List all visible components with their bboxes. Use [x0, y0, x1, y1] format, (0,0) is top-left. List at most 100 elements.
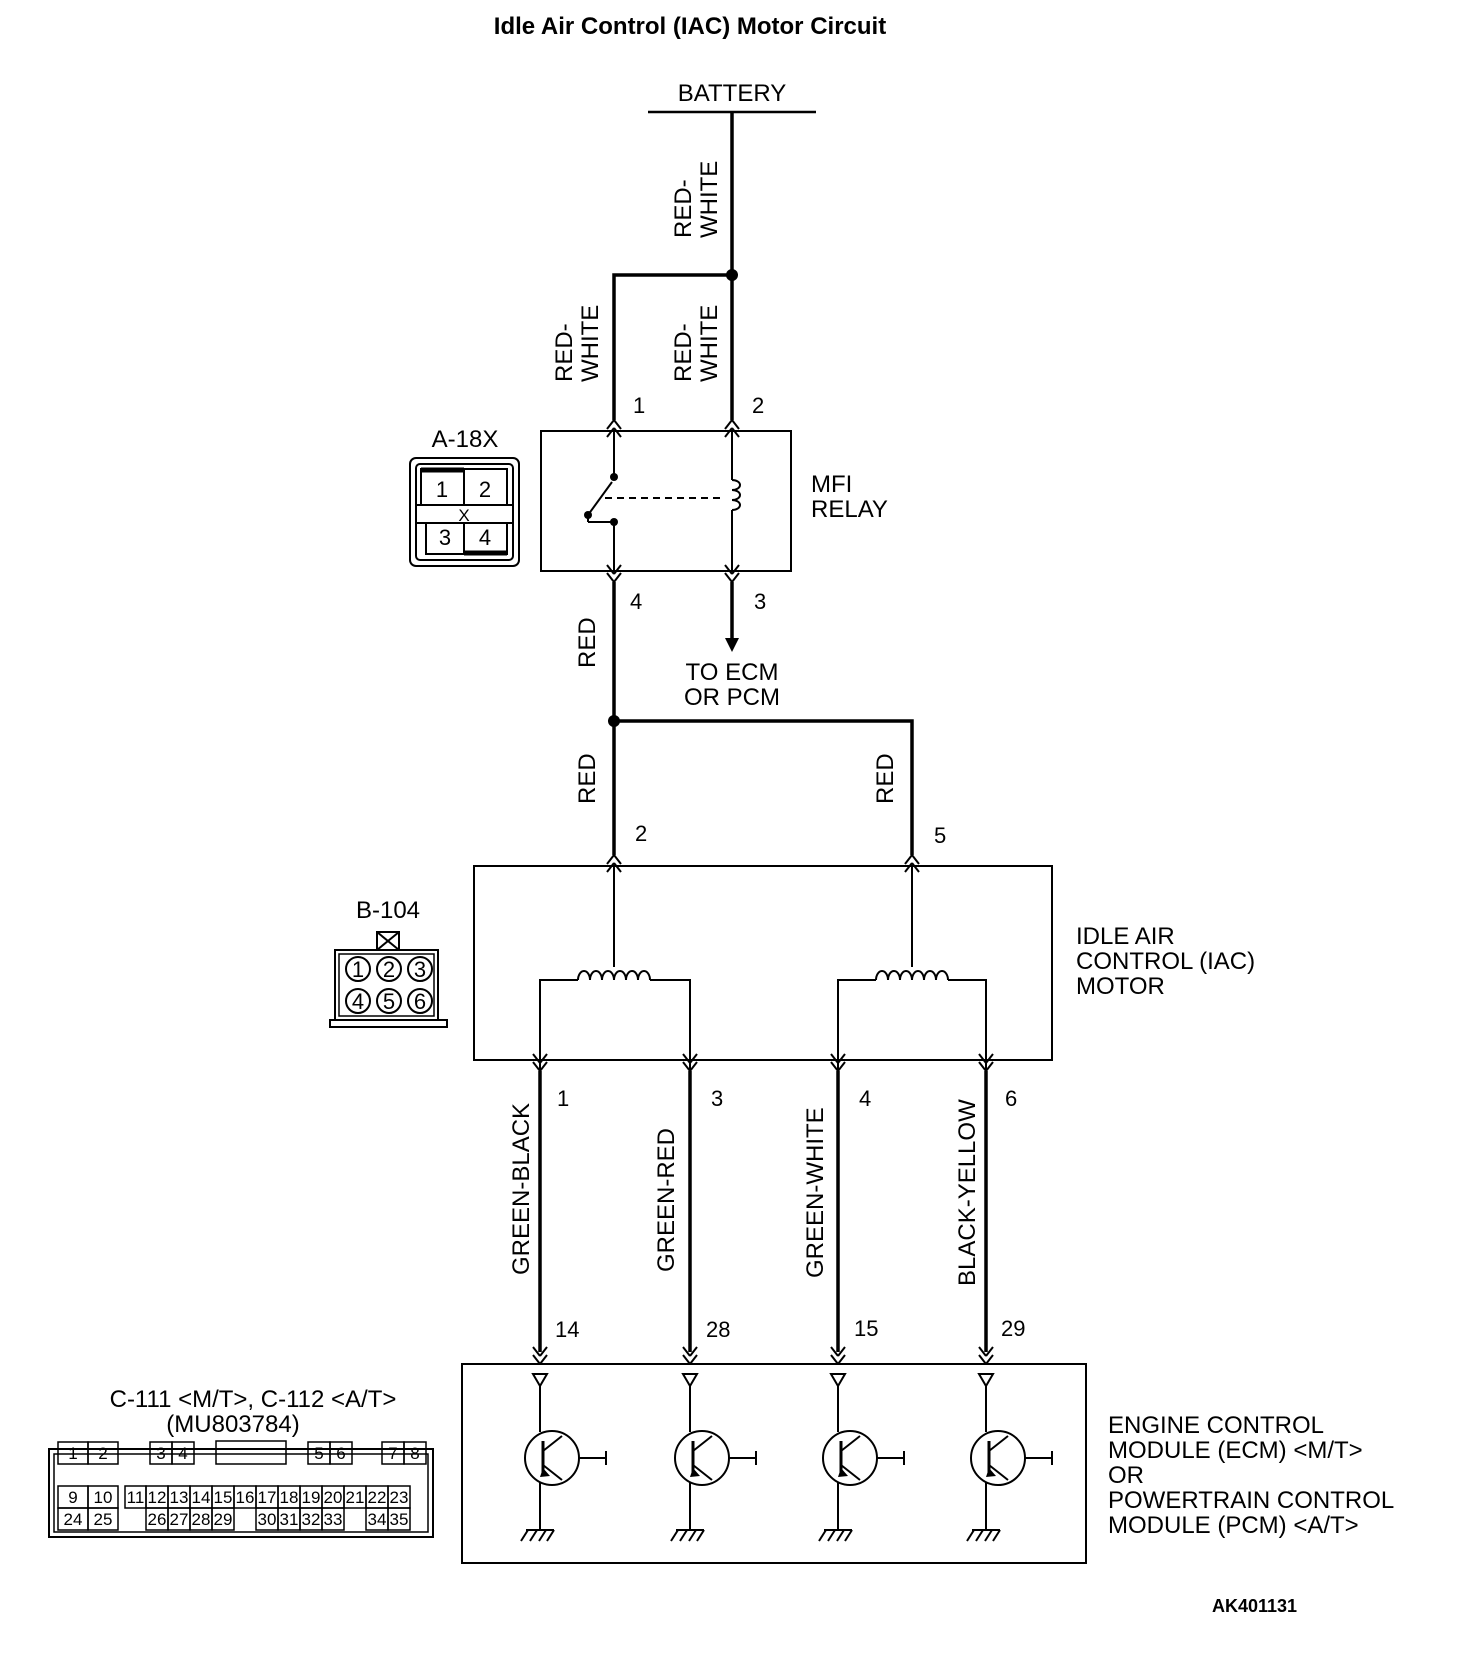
relay-pin-1: 1: [633, 393, 645, 418]
ecm-connector-pin-label: 27: [170, 1510, 189, 1529]
iac-name-line1: IDLE AIR: [1076, 923, 1175, 950]
wire-label-green-red: GREEN-RED: [653, 1128, 680, 1272]
ecm-connector-pin-label: 8: [410, 1444, 419, 1463]
relay-name-line1: MFI: [811, 471, 852, 498]
ecm-pin-29: 29: [1001, 1316, 1025, 1341]
ecm-connector-pin-label: 3: [156, 1444, 165, 1463]
b104-pin-4: 4: [352, 989, 364, 1014]
ecm-name-line5: MODULE (PCM) <A/T>: [1108, 1512, 1359, 1539]
wire-label-pin2-red-white-2: WHITE: [696, 305, 723, 382]
a18x-pin-3: 3: [439, 525, 451, 550]
ecm-connector-pin-label: 21: [346, 1488, 365, 1507]
ecm-connector-cell: [321, 1507, 345, 1531]
b104-pin-2: 2: [383, 957, 395, 982]
iac-pin-4: 4: [859, 1086, 871, 1111]
relay-name-line2: RELAY: [811, 496, 888, 523]
ecm-pin-28: 28: [706, 1317, 730, 1342]
ecm-connector-pin-label: 32: [302, 1510, 321, 1529]
relay-pin-3: 3: [754, 589, 766, 614]
ecm-connector-pin-label: 23: [390, 1488, 409, 1507]
b104-pin-3: 3: [414, 957, 426, 982]
wire-relay-pin4-red: RED: [574, 582, 616, 721]
ecm-connector-pin-label: 31: [280, 1510, 299, 1529]
ecm-connector-cell: [211, 1507, 235, 1531]
a18x-pin-4: 4: [479, 525, 491, 550]
ecm-connector-pin-label: 35: [390, 1510, 409, 1529]
battery-label: BATTERY: [678, 80, 786, 107]
wire-label-iac-pin5-red: RED: [872, 753, 899, 804]
ecm-connector-cell: [403, 1441, 427, 1465]
ecm-connector-pin-label: 29: [214, 1510, 233, 1529]
ecm-name-line1: ENGINE CONTROL: [1108, 1412, 1324, 1439]
relay-connector-a-18x: A-18X 1 2 X 3 4: [409, 426, 520, 567]
wire-label-black-yellow: BLACK-YELLOW: [954, 1099, 981, 1286]
wire-label-pin1-red-white-1: RED-: [551, 323, 578, 382]
ecm-connector-cell: [329, 1441, 353, 1465]
ecm-connector-pin-label: 20: [324, 1488, 343, 1507]
wire-label-iac-pin2-red: RED: [574, 753, 601, 804]
ecm-connector-pin-label: 16: [236, 1488, 255, 1507]
wire-label-battery-red-white-1: RED-: [670, 179, 697, 238]
ecm-driver-1: [520, 1373, 608, 1542]
ecm-connector-pin-label: 14: [192, 1488, 211, 1507]
ecm-connector-pin-label: 9: [68, 1488, 77, 1507]
ecm-connector-pin-label: 33: [324, 1510, 343, 1529]
wire-green-black: GREEN-BLACK: [508, 1071, 542, 1352]
ecm-pin-15: 15: [854, 1316, 878, 1341]
ecm-driver-2: [670, 1373, 758, 1542]
a18x-pin-1: 1: [436, 477, 448, 502]
ecm-connector-cell: [87, 1441, 119, 1465]
ecm-connector-pin-label: 17: [258, 1488, 277, 1507]
a18x-pin-2: 2: [479, 477, 491, 502]
ecm-connector-cell: [387, 1507, 411, 1531]
ecm-connector-pin-label: 6: [336, 1444, 345, 1463]
wire-label-pin4-red: RED: [574, 617, 601, 668]
wire-label-green-white: GREEN-WHITE: [802, 1107, 829, 1278]
ecm-connector-label: C-111 <M/T>, C-112 <A/T>: [110, 1386, 397, 1413]
wire-iac-pin2-red: RED: [574, 721, 616, 855]
ecm-connector-pin-label: 5: [314, 1444, 323, 1463]
ecm-pcm: 14 28 15 29: [461, 1316, 1394, 1564]
ecm-pin-14: 14: [555, 1317, 579, 1342]
ecm-connector-pin-label: 19: [302, 1488, 321, 1507]
wire-green-white: GREEN-WHITE: [802, 1071, 840, 1352]
iac-pin-6: 6: [1005, 1086, 1017, 1111]
to-ecm-line2: OR PCM: [684, 684, 780, 711]
b104-pin-1: 1: [352, 957, 364, 982]
ecm-connector-pin-label: 10: [94, 1488, 113, 1507]
figure-code: AK401131: [1212, 1596, 1297, 1616]
iac-connector-b-104: B-104 1 2 3 4 5 6: [329, 897, 448, 1028]
ecm-connector-pin-label: 28: [192, 1510, 211, 1529]
ecm-connector-pin-label: 13: [170, 1488, 189, 1507]
ecm-connector-pin-label: 2: [98, 1444, 107, 1463]
ecm-connector-pin-label: 26: [148, 1510, 167, 1529]
ecm-name-line4: POWERTRAIN CONTROL: [1108, 1487, 1394, 1514]
wire-label-pin2-red-white-1: RED-: [670, 323, 697, 382]
ecm-connector-cell: [87, 1507, 119, 1531]
ecm-connector-pin-label: 25: [94, 1510, 113, 1529]
iac-coil-right: [837, 866, 987, 1071]
relay-switch: [584, 431, 725, 571]
ecm-connector-pin-label: 34: [368, 1510, 387, 1529]
ecm-connector-cell: [171, 1441, 195, 1465]
iac-name-line3: MOTOR: [1076, 973, 1165, 1000]
b104-pin-6: 6: [414, 989, 426, 1014]
ecm-connector-pin-label: 18: [280, 1488, 299, 1507]
iac-coil-left: [539, 866, 691, 1071]
iac-connector-label: B-104: [356, 897, 420, 924]
iac-pin-3: 3: [711, 1086, 723, 1111]
to-ecm-line1: TO ECM: [686, 659, 779, 686]
relay-coil: [731, 431, 741, 571]
relay-pin-4: 4: [630, 589, 642, 614]
ecm-connector-pin-label: 24: [64, 1510, 83, 1529]
ecm-connector-pin-label: 4: [178, 1444, 187, 1463]
ecm-connector-pin-label: 30: [258, 1510, 277, 1529]
wire-relay-pin2-red-white: RED- WHITE: [670, 275, 734, 420]
ecm-driver-4: [966, 1373, 1054, 1542]
ecm-connector-part-number: (MU803784): [166, 1411, 299, 1438]
wire-label-green-black: GREEN-BLACK: [508, 1103, 535, 1275]
b104-pin-5: 5: [383, 989, 395, 1014]
ecm-connector-pin-label: 22: [368, 1488, 387, 1507]
